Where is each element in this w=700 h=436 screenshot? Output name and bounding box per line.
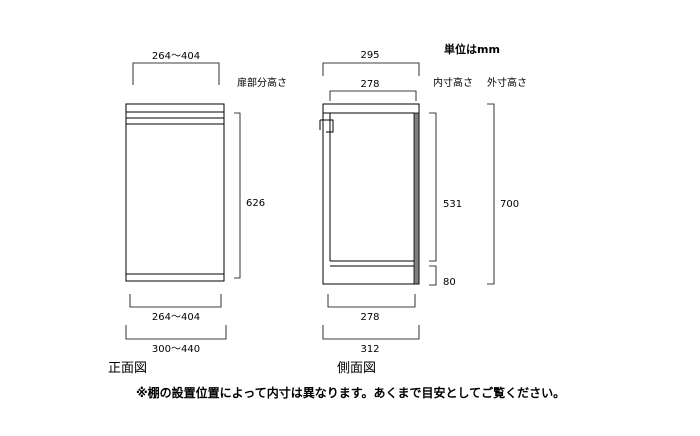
side-inner-depth-top-bracket <box>329 90 417 101</box>
side-overall-depth-bracket <box>322 325 420 340</box>
side-back-panel <box>413 112 420 285</box>
side-inner-depth-top-label: 278 <box>360 79 379 90</box>
front-outer-width-label: 300～440 <box>152 344 200 355</box>
side-outer-depth-label: 295 <box>360 50 379 61</box>
front-view-title: 正面図 <box>108 361 147 376</box>
outer-height-bracket <box>487 103 495 285</box>
front-cabinet-body <box>125 103 225 282</box>
side-outer-depth-bracket <box>322 62 420 76</box>
side-inner-depth-bottom-bracket <box>327 294 416 308</box>
front-view: 264～404 扉部分高さ 626 264～404 300～440 正面図 <box>108 51 287 376</box>
door-handle-icon <box>320 119 334 133</box>
plinth-height-bracket <box>429 265 437 286</box>
door-height-caption: 扉部分高さ <box>237 76 287 89</box>
front-outer-width-bracket <box>125 325 227 340</box>
side-view: 単位はmm 295 278 内寸高さ 外寸高さ 531 80 700 278 <box>319 42 527 376</box>
outer-height-value: 700 <box>500 199 519 210</box>
side-cabinet-body <box>322 103 420 285</box>
door-height-value: 626 <box>246 198 265 209</box>
front-top-width-bracket <box>132 62 220 85</box>
front-top-band <box>125 103 225 113</box>
front-bottom-width-label: 264～404 <box>152 312 200 323</box>
side-overall-depth-label: 312 <box>360 344 379 355</box>
outer-height-caption: 外寸高さ <box>487 76 527 89</box>
plinth-height-value: 80 <box>443 277 456 288</box>
front-door-top-edge <box>125 117 225 125</box>
inner-height-bracket <box>429 112 437 262</box>
door-height-bracket <box>234 112 241 279</box>
unit-label: 単位はmm <box>444 42 500 56</box>
inner-height-value: 531 <box>443 199 462 210</box>
side-inner-depth-bottom-label: 278 <box>360 312 379 323</box>
front-top-width-label: 264～404 <box>152 51 200 62</box>
front-bottom-width-bracket <box>129 294 222 308</box>
inner-height-caption: 内寸高さ <box>433 76 473 89</box>
disclaimer-note: ※棚の設置位置によって内寸は異なります。あくまで目安としてご覧ください。 <box>136 385 565 400</box>
side-view-title: 側面図 <box>337 361 376 376</box>
